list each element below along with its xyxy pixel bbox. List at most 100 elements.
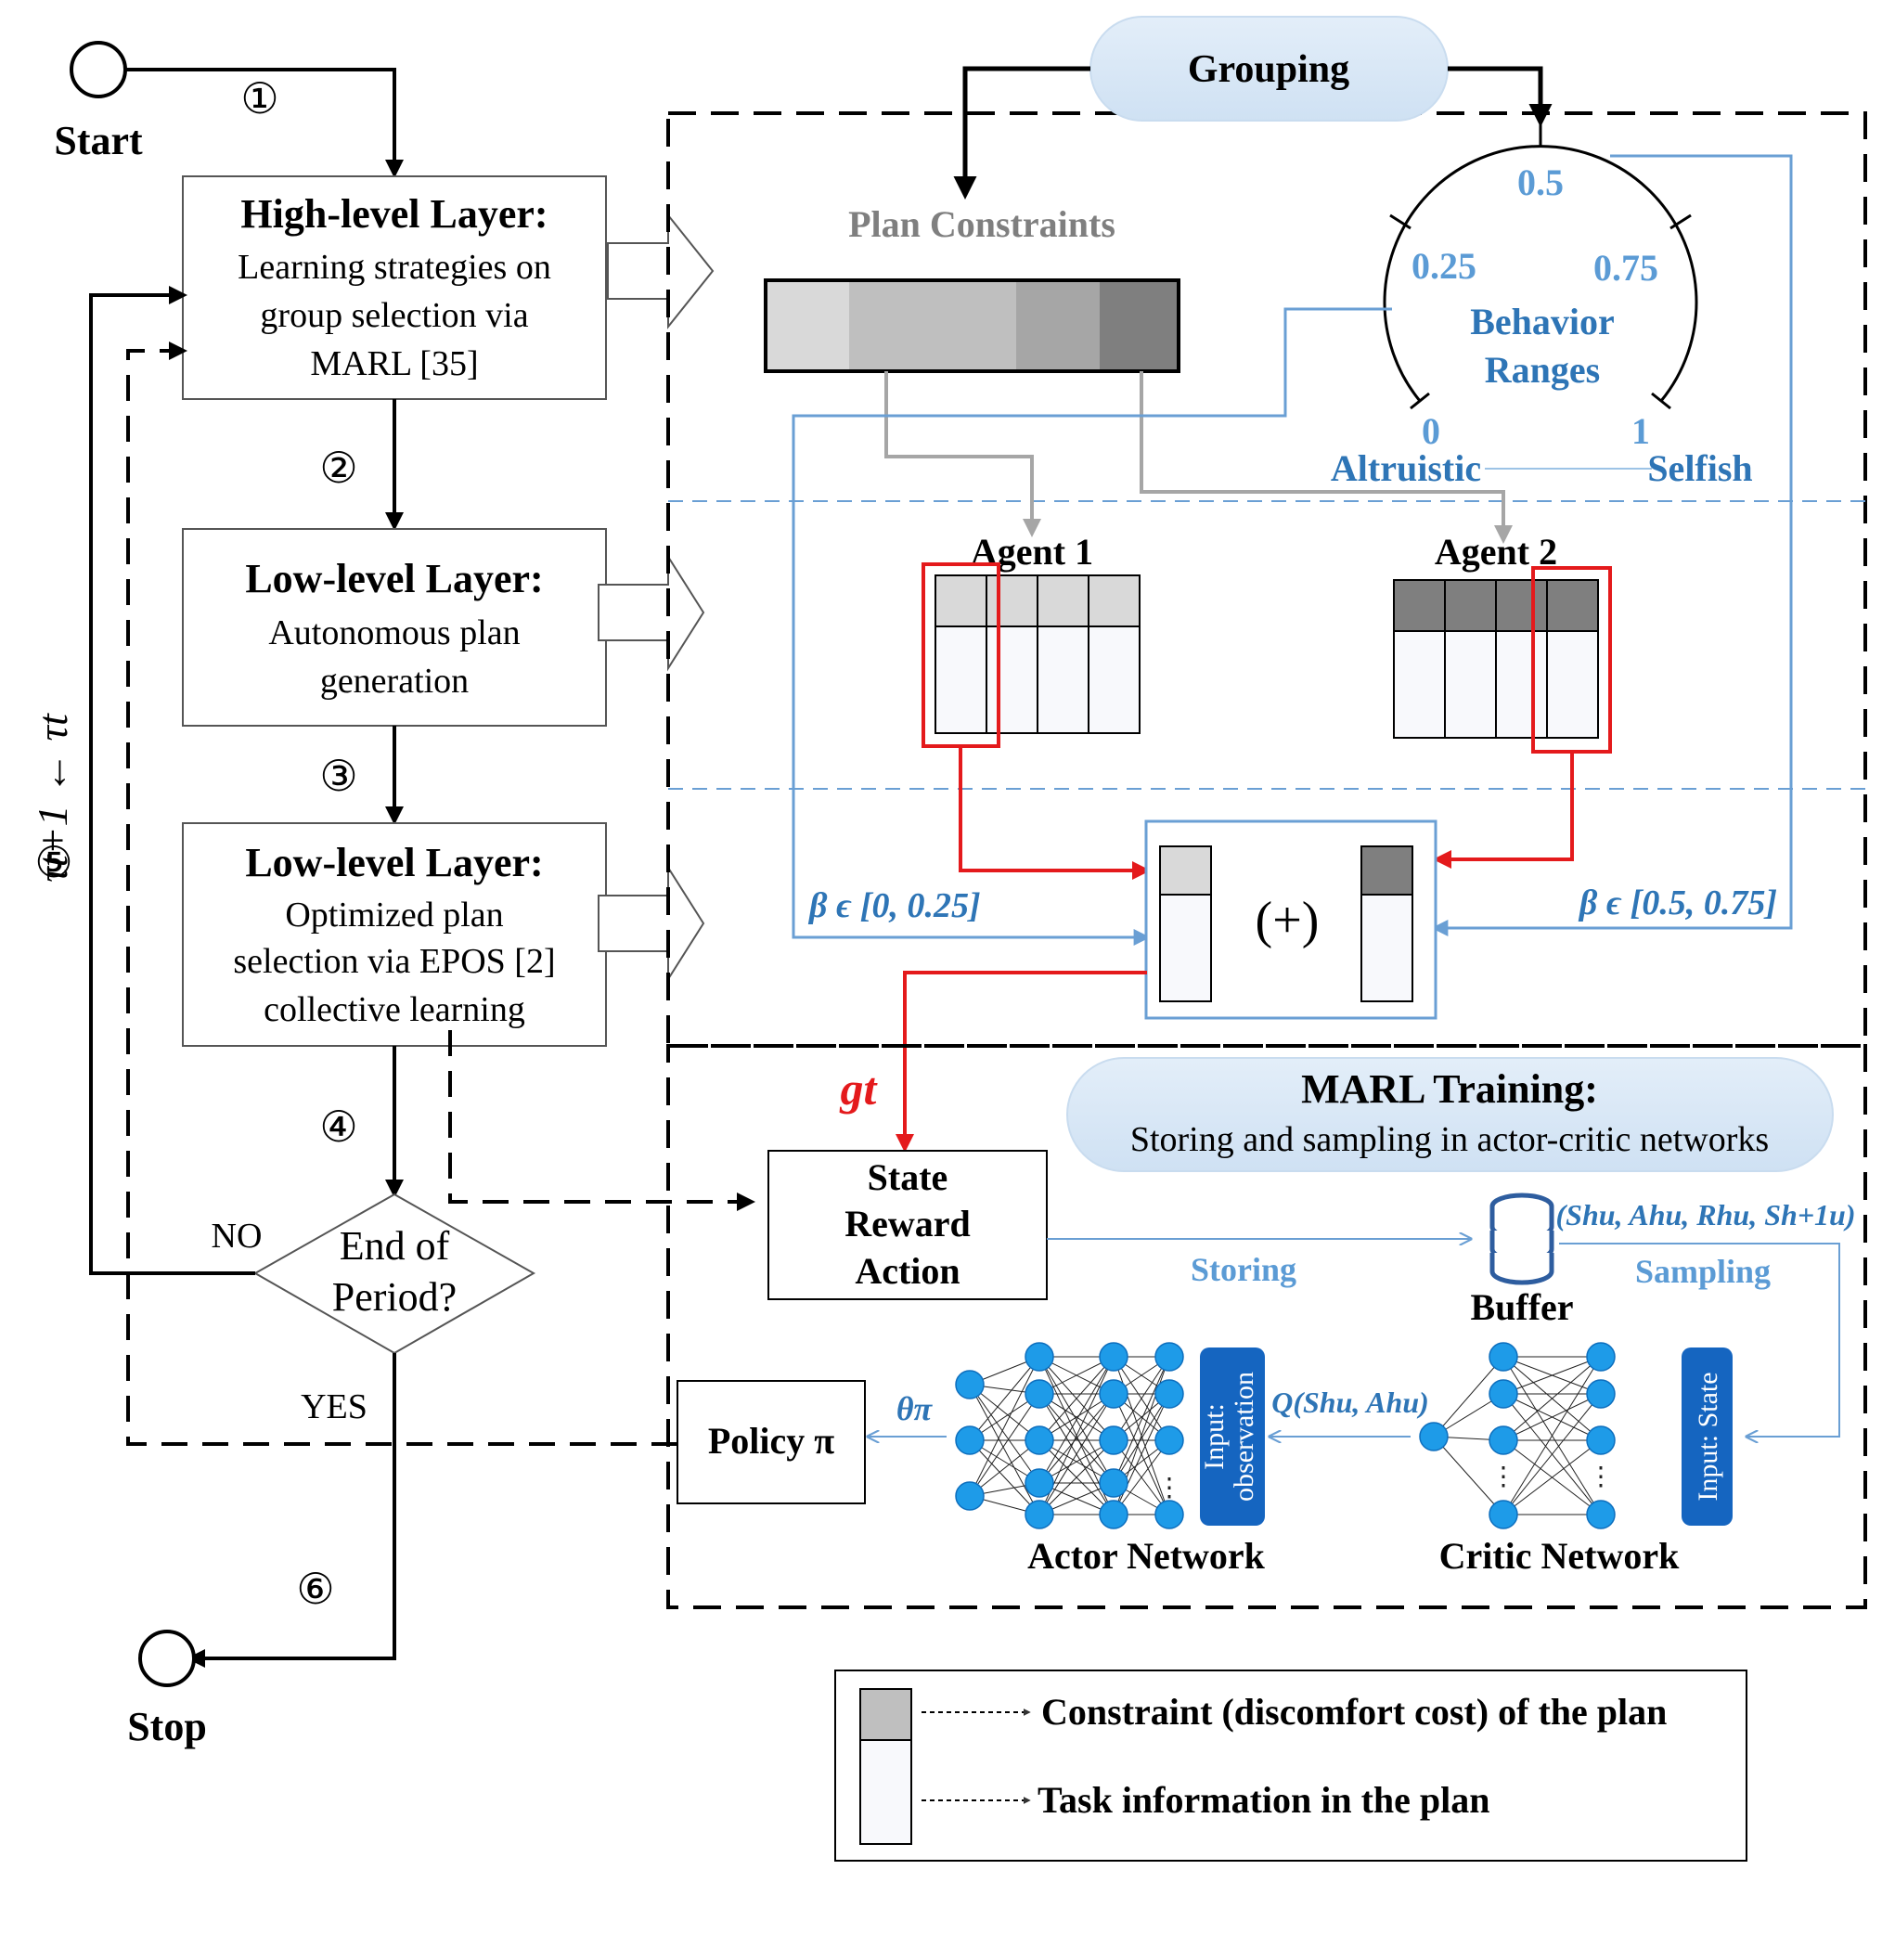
grouping-to-behavior [1448, 66, 1553, 127]
agent-2-plans [1393, 566, 1612, 754]
block-arrow-1 [607, 213, 715, 329]
actor-edge [1038, 1356, 1115, 1441]
actor-edge [969, 1384, 1040, 1515]
high-level-line-3: MARL [35] [310, 344, 478, 383]
action-label: Action [855, 1250, 960, 1292]
agent-1-label: Agent 1 [971, 531, 1093, 573]
actor-edge [969, 1439, 1040, 1497]
actor-node [1099, 1500, 1128, 1529]
low-level-2-title: Low-level Layer: [245, 840, 543, 885]
critic-node [1489, 1342, 1518, 1372]
plan-constraints-label: Plan Constraints [848, 203, 1115, 245]
critic-edge [1433, 1356, 1504, 1438]
constraint-cell-5 [1100, 280, 1179, 371]
tick-0-25 [1389, 213, 1412, 230]
actor-node [1099, 1425, 1128, 1455]
critic-edge [1502, 1356, 1602, 1441]
sampling-arrow [1559, 1243, 1840, 1437]
storing-label: Storing [1191, 1251, 1296, 1288]
combine-plan-1-header [1159, 845, 1212, 896]
decision-line-1: End of [340, 1223, 450, 1269]
critic-node [1489, 1500, 1518, 1529]
range-0: 0 [1422, 410, 1440, 452]
range-0-5: 0.5 [1517, 161, 1564, 203]
critic-edge [1502, 1356, 1602, 1395]
selfish-label: Selfish [1647, 447, 1752, 489]
theta-label: θπ [896, 1390, 934, 1427]
actor-node [1154, 1425, 1184, 1455]
constraint-cell-1 [766, 280, 849, 371]
legend: Constraint (discomfort cost) of the plan… [834, 1670, 1747, 1862]
beta-right-label: β ϵ [0.5, 0.75] [1578, 883, 1777, 922]
critic-node [1489, 1425, 1518, 1455]
critic-node [1489, 1379, 1518, 1409]
marl-title: MARL Training: [1301, 1066, 1598, 1112]
actor-edge [1038, 1439, 1115, 1515]
step-4: ④ [319, 1102, 357, 1151]
tick-0-75 [1669, 213, 1692, 230]
actor-node [955, 1370, 985, 1399]
step-6: ⑥ [296, 1565, 334, 1613]
actor-input-label-1: Input: [1199, 1403, 1230, 1470]
critic-edge [1502, 1356, 1602, 1515]
start-label: Start [54, 118, 143, 163]
legend-constraint-swatch [859, 1688, 912, 1741]
agent-1-plans [922, 562, 1141, 748]
altruistic-label: Altruistic [1331, 447, 1481, 489]
step-1: ① [240, 74, 278, 122]
tick-1 [1651, 392, 1671, 410]
low-level-2-line-1: Optimized plan [285, 896, 503, 935]
actor-network: ⋮ [955, 1342, 1184, 1529]
actor-node [955, 1425, 985, 1455]
combine-operator: (+) [1256, 892, 1320, 949]
actor-node [1154, 1342, 1184, 1372]
combine-plan-2-header [1360, 845, 1413, 896]
actor-node [1025, 1500, 1054, 1529]
legend-constraint-label: Constraint (discomfort cost) of the plan [1041, 1691, 1667, 1733]
low-level-1-line-1: Autonomous plan [268, 613, 520, 652]
agent-1-to-combine [959, 746, 1151, 880]
range-1: 1 [1631, 410, 1650, 452]
range-0-25: 0.25 [1412, 245, 1476, 287]
combine-plan-2-body [1360, 894, 1413, 1002]
critic-node [1419, 1422, 1449, 1451]
actor-node [1025, 1379, 1054, 1409]
low-level-2-line-2: selection via EPOS [2] [233, 942, 555, 981]
critic-edge [1502, 1439, 1602, 1515]
constraint-cell-2 [849, 280, 933, 371]
actor-input-bar [1200, 1348, 1265, 1526]
low-level-generation-box [182, 528, 607, 727]
start-arrow [125, 68, 404, 178]
agent-2-label: Agent 2 [1435, 531, 1557, 573]
low-level-2-line-3: collective learning [264, 990, 525, 1029]
beta-left-line [792, 307, 1392, 946]
high-level-line-2: group selection via [260, 296, 528, 335]
marl-subtitle: Storing and sampling in actor-critic net… [1130, 1120, 1769, 1159]
transition-tuple: (Shu, Ahu, Rhu, Sh+1u) [1555, 1198, 1855, 1231]
actor-node [1099, 1379, 1128, 1409]
sampling-label: Sampling [1635, 1253, 1771, 1290]
actor-edge [1113, 1439, 1170, 1515]
actor-node [1154, 1500, 1184, 1529]
marl-pill [1066, 1057, 1834, 1172]
constraint-to-agent1 [884, 371, 1041, 537]
critic-input-bar [1682, 1348, 1733, 1526]
legend-box [834, 1670, 1747, 1862]
policy-box [677, 1380, 866, 1504]
actor-edge [969, 1356, 1040, 1497]
actor-node [1025, 1468, 1054, 1498]
actor-node [955, 1481, 985, 1511]
critic-input-label: Input: State [1693, 1372, 1723, 1501]
actor-edge [1113, 1393, 1170, 1484]
stop-label: Stop [127, 1704, 207, 1749]
critic-ellipsis: ⋮ [1588, 1463, 1614, 1491]
actor-node [1154, 1379, 1184, 1409]
high-level-line-1: Learning strategies on [238, 248, 551, 287]
block-arrow-2 [598, 553, 705, 672]
start-node [70, 41, 127, 98]
beta-right-line [1431, 154, 1793, 936]
combine-plan-1-body [1159, 894, 1212, 1002]
marl-panel: MARL Training: Storing and sampling in a… [666, 1044, 1867, 1609]
update-rule: τt+1 ← τt [29, 713, 76, 883]
